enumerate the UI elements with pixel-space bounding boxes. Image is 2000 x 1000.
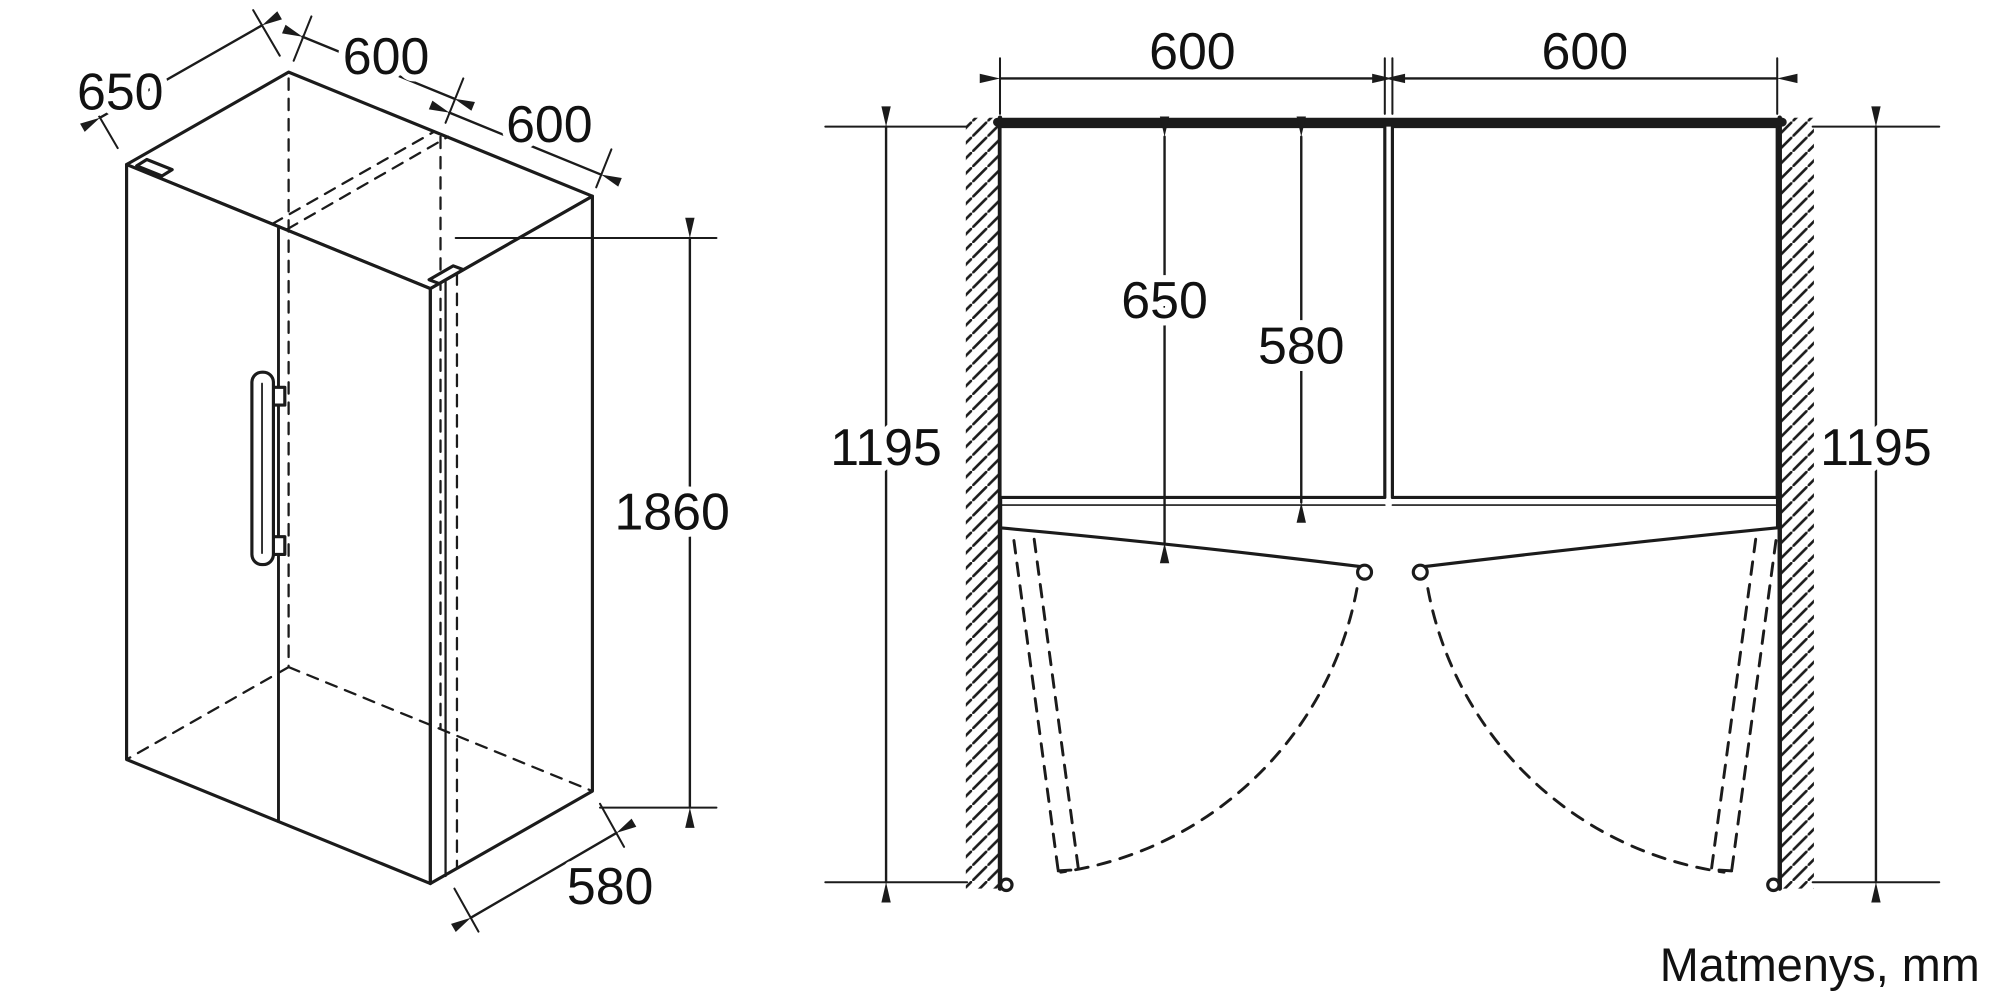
door-left-open-dashed [1012,537,1080,873]
iso-hinge-covers [135,157,465,286]
dim-1860-extensions [454,236,718,809]
hinge-cover-right [427,264,465,286]
plan-doors-closed [998,496,1779,581]
plan-doors-open [999,537,1781,893]
dim-label-1195-right-plan: 1195 [1820,418,1932,476]
dim-label-650-iso: 650 [77,62,164,120]
hinge-left-pivot [999,877,1014,893]
iso-dim-580: 580 [451,802,660,933]
wall-right-hatch [1779,117,1814,889]
door-right-closed [1418,526,1779,569]
dim-600l-line [282,24,475,111]
dim-580-line [451,818,637,932]
door-left-handle [1356,563,1374,581]
iso-door-handle [250,370,287,567]
plan-dim-580: 580 [1251,116,1352,523]
wall-left-hatch [965,117,1000,889]
dim-600r-extensions [595,148,613,189]
iso-dim-600-left: 600 [282,15,475,124]
dim-label-1195-left-plan: 1195 [830,418,942,476]
hinge-right-pivot [1766,877,1781,893]
iso-dim-600-right: 600 [428,88,622,189]
hidden-edge-lines [125,77,594,870]
dim-600pl-extensions [998,57,1386,115]
door-left-swing-arc [1059,587,1359,874]
dim-label-600-left-iso: 600 [343,27,430,85]
door-right-handle [1411,563,1429,581]
figure-caption: Matmenys, mm [1660,939,1980,991]
iso-dim-650: 650 [70,9,282,150]
plan-unit-right [1390,125,1779,500]
plan-dim-600-right: 600 [1372,15,1798,115]
door-side-stubs [998,496,1779,530]
dim-1195l-extensions [824,125,969,884]
plan-dim-600-left: 600 [979,15,1406,115]
dim-label-1860-iso: 1860 [614,483,729,541]
plan-dim-650: 650 [1114,116,1215,564]
dim-label-600-right-iso: 600 [506,95,593,153]
plan-unit-left [998,125,1387,500]
dim-label-600-left-plan: 600 [1149,22,1236,80]
door-left-closed [998,526,1367,569]
dim-label-580-iso: 580 [567,857,654,915]
dim-label-580-plan: 580 [1258,317,1345,375]
dim-label-600-right-plan: 600 [1542,22,1629,80]
plan-wall-left [965,115,1003,891]
dim-label-650-plan: 650 [1121,271,1208,329]
door-right-open-dashed [1709,537,1778,873]
dim-600pr-extensions [1391,57,1779,115]
dim-650-line [80,11,282,132]
iso-hidden-edges [125,77,594,870]
hinge-cover-left [135,157,174,178]
plan-view: 600 600 1195 650 580 1195 [823,15,1941,903]
door-right-swing-arc [1426,587,1726,874]
plan-wall-right [1777,115,1814,891]
dim-600r-line [428,100,622,187]
plan-dim-1195-left: 1195 [823,106,969,903]
iso-door-seam [277,225,447,878]
iso-side-face [428,194,594,886]
plan-dim-1195-right: 1195 [1811,106,1941,903]
unit-joint-dashed [271,130,450,231]
isometric-view: 650 600 600 1860 580 [70,9,737,933]
iso-dim-1860: 1860 [454,217,737,828]
